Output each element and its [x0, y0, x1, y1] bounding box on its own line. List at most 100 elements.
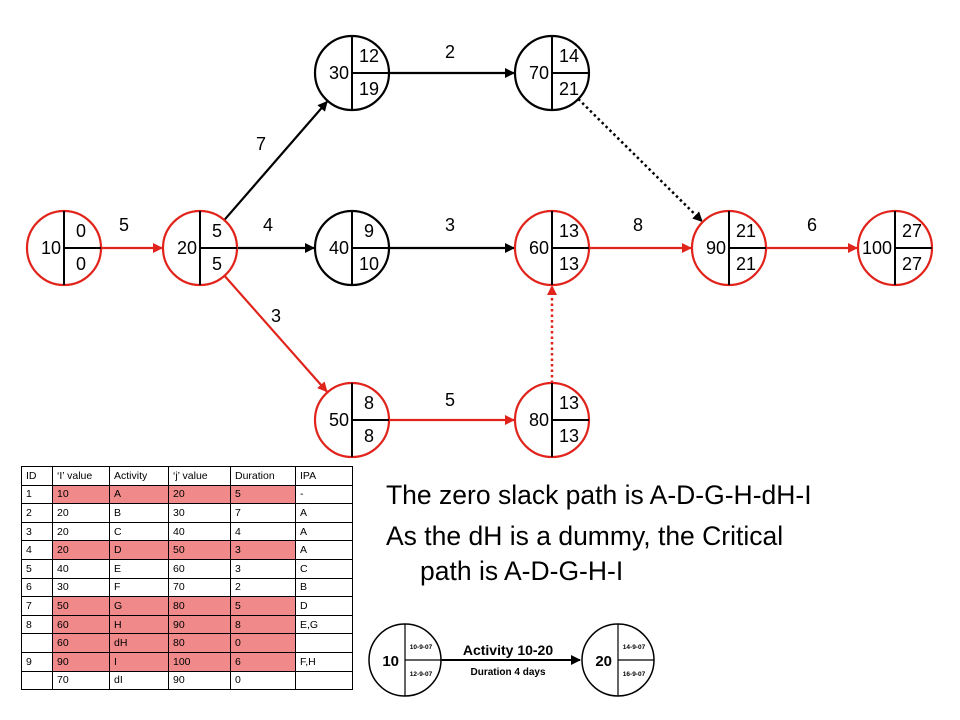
header-duration: Duration [230, 466, 296, 486]
node-latest: 21 [736, 254, 756, 274]
table-cell: E,G [295, 614, 353, 635]
node-id: 10 [41, 238, 61, 258]
table-cell: 20 [52, 503, 110, 523]
legend-node-id: 10 [382, 653, 399, 670]
table-cell: 100 [168, 651, 231, 672]
table-cell: A [295, 521, 353, 542]
duration-label-20-30: 7 [256, 134, 266, 154]
table-cell: A [295, 540, 353, 560]
table-cell: 5 [230, 484, 296, 505]
node-id: 90 [706, 238, 726, 258]
table-cell: 20 [52, 521, 110, 542]
duration-label-40-60: 3 [445, 215, 455, 235]
table-cell: 30 [168, 503, 231, 523]
node-latest: 10 [359, 254, 379, 274]
node-latest: 21 [559, 79, 579, 99]
table-cell: 1 [21, 484, 53, 505]
node-latest: 13 [559, 426, 579, 446]
node-id: 20 [177, 238, 197, 258]
table-cell: 6 [230, 651, 296, 672]
table-cell: I [109, 651, 169, 672]
node-latest: 19 [359, 79, 379, 99]
node-latest: 13 [559, 254, 579, 274]
node-earliest: 21 [736, 221, 756, 241]
table-cell: 0 [230, 633, 296, 653]
dummy-arrow-70-90 [577, 98, 703, 223]
zero-slack-note: The zero slack path is A-D-G-H-dH-I [386, 480, 812, 510]
node-id: 60 [529, 238, 549, 258]
table-cell: 7 [21, 596, 53, 616]
table-cell: 5 [230, 596, 296, 616]
node-id: 40 [329, 238, 349, 258]
node-id: 100 [862, 238, 892, 258]
duration-label-30-70: 2 [445, 42, 455, 62]
table-cell: 8 [230, 614, 296, 635]
nodes-layer: 1000205530121970142140910601313902121100… [25, 34, 934, 459]
table-cell [295, 633, 353, 653]
table-cell: A [295, 503, 353, 523]
node-id: 50 [329, 410, 349, 430]
header-id: ID [21, 466, 53, 486]
table-cell: 4 [230, 521, 296, 542]
table-cell: 7 [230, 503, 296, 523]
legend-node-latest: 16-9-07 [623, 671, 646, 678]
table-cell: 6 [21, 577, 53, 598]
table-cell: H [109, 614, 169, 635]
table-cell [295, 670, 353, 691]
critical-path-note: path is A-D-G-H-I [420, 556, 624, 586]
table-cell: 20 [52, 540, 110, 560]
table-cell: 30 [52, 577, 110, 598]
duration-label-20-40: 4 [263, 215, 273, 235]
duration-label-60-90: 8 [633, 215, 643, 235]
table-cell: dH [109, 633, 169, 653]
table-cell: 70 [52, 670, 110, 691]
table-cell: A [109, 484, 169, 505]
table-cell: E [109, 558, 169, 579]
node-earliest: 13 [559, 393, 579, 413]
table-cell: 50 [168, 540, 231, 560]
legend-node-earliest: 10-9-07 [410, 644, 433, 651]
node-earliest: 14 [559, 46, 579, 66]
table-cell: D [295, 596, 353, 616]
table-cell: 60 [168, 558, 231, 579]
legend-diagram: 1010-9-0712-9-072014-9-0716-9-07Activity… [368, 623, 655, 697]
table-cell: 2 [230, 577, 296, 598]
table-cell: 40 [168, 521, 231, 542]
table-cell: 9 [21, 651, 53, 672]
table-cell: 8 [21, 614, 53, 635]
table-cell: 70 [168, 577, 231, 598]
table-cell: 2 [21, 503, 53, 523]
node-id: 30 [329, 63, 349, 83]
header-i-value: ‘I’ value [52, 466, 110, 486]
node-earliest: 12 [359, 46, 379, 66]
table-cell: 60 [52, 633, 110, 653]
node-earliest: 0 [76, 221, 86, 241]
node-30: 30 12 19 [313, 34, 391, 112]
legend-duration-label: Duration 4 days [470, 667, 545, 678]
table-cell: 60 [52, 614, 110, 635]
table-cell: 3 [230, 558, 296, 579]
table-cell: 90 [168, 614, 231, 635]
node-earliest: 8 [364, 393, 374, 413]
table-cell: 50 [52, 596, 110, 616]
table-cell: D [109, 540, 169, 560]
table-header-row: ID ‘I’ value Activity ‘j’ value Duration… [21, 466, 353, 486]
table-cell: - [295, 484, 353, 505]
table-cell: C [109, 521, 169, 542]
header-ipa: IPA [295, 466, 353, 486]
